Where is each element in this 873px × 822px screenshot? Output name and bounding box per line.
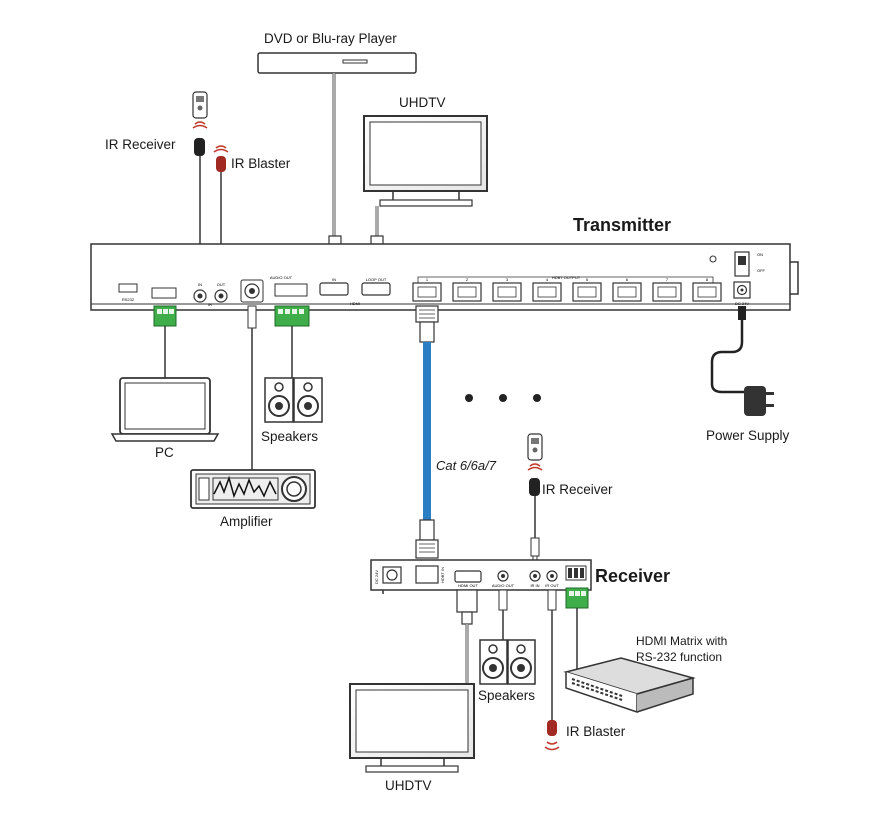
amplifier-label: Amplifier	[220, 514, 273, 529]
hdbt-port-socket-4	[537, 286, 557, 298]
rx-label-ir-out: IR OUT	[545, 583, 559, 588]
hdbt-port-number-4: 4	[546, 277, 549, 282]
power-supply-label: Power Supply	[706, 428, 790, 443]
rx-label-dc: DC 24V	[374, 570, 379, 584]
hdbt-port-socket-6	[617, 286, 637, 298]
hdbt-port-number-8: 8	[706, 277, 709, 282]
dc-plug	[738, 306, 746, 320]
ir-blaster-top-label: IR Blaster	[231, 156, 291, 171]
pc-laptop	[110, 377, 220, 442]
tx-label-hdmi: HDMI	[350, 301, 360, 306]
hdbt-port-number-6: 6	[626, 277, 629, 282]
transmitter-label: Transmitter	[573, 215, 672, 235]
hdbt-port-6	[612, 282, 642, 302]
rx-label-hdmi-out: HDMI OUT	[458, 583, 478, 588]
ir-blaster-bottom	[544, 720, 560, 751]
hdbt-port-7	[652, 282, 682, 302]
tx-label-in: IN	[198, 282, 202, 287]
hdmi-matrix-label-line1: HDMI Matrix with	[636, 634, 728, 648]
hdbt-port-3	[492, 282, 522, 302]
hdbt-port-number-7: 7	[666, 277, 669, 282]
hdbt-port-socket-7	[657, 286, 677, 298]
ir-plug-rx-out	[547, 589, 557, 611]
hdbt-port-socket-8	[697, 286, 717, 298]
ir-receiver-bottom-label: IR Receiver	[542, 482, 613, 497]
dvd-player	[257, 52, 417, 74]
amplifier-unit	[190, 469, 316, 509]
rx-label-audio-out: AUDIO OUT	[492, 583, 515, 588]
dvd-player-label: DVD or Blu-ray Player	[264, 31, 397, 46]
speakers-top-label: Speakers	[261, 429, 319, 444]
hdmi-matrix-device	[563, 657, 696, 714]
rx-label-hdbt-in: HDBT IN	[440, 567, 445, 583]
audio-terminal-plug	[274, 305, 310, 327]
coax-plug	[247, 305, 257, 329]
receiver-unit	[370, 559, 592, 594]
ellipsis-dot-3	[533, 394, 541, 402]
speakers-top	[264, 377, 323, 423]
ir-blaster-bottom-label: IR Blaster	[566, 724, 626, 739]
ir-receiver-top-label: IR Receiver	[105, 137, 176, 152]
tx-label-dc: DC 24V	[735, 301, 749, 306]
ellipsis-dot-2	[499, 394, 507, 402]
speakers-bottom	[479, 639, 536, 685]
hdmi-plug-rx-out	[456, 589, 478, 625]
hdbt-port-number-2: 2	[466, 277, 469, 282]
rs232-terminal-plug	[153, 305, 177, 327]
tx-label-hdmi-in: IN	[332, 277, 336, 282]
hdbt-port-socket-2	[457, 286, 477, 298]
power-adapter	[744, 386, 774, 416]
receiver-label: Receiver	[595, 566, 671, 586]
tx-label-rs232: RS232	[122, 297, 135, 302]
uhdtv-bottom-label: UHDTV	[385, 778, 432, 793]
ir-receiver-bottom	[529, 478, 540, 566]
pc-label: PC	[155, 445, 174, 460]
rx-rs232-terminal-plug	[565, 587, 589, 609]
hdbt-port-number-1: 1	[426, 277, 429, 282]
audio-plug-rx	[498, 589, 508, 611]
tx-label-off: OFF	[757, 268, 766, 273]
tx-label-ir: IR	[208, 302, 212, 307]
hdbt-port-8	[692, 282, 722, 302]
hdbt-port-socket-3	[497, 286, 517, 298]
hdbt-port-4	[532, 282, 562, 302]
hdmi-matrix-label-line2: RS-232 function	[636, 650, 723, 664]
rj45-plug-tx	[415, 305, 439, 343]
transmitter-unit	[90, 243, 799, 311]
hdbt-output-ports: 1 2 3 4 5 6 7 8	[412, 277, 722, 302]
ellipsis-dot-1	[465, 394, 473, 402]
ir-remote-bottom	[527, 433, 543, 471]
rj45-plug-rx	[415, 519, 439, 559]
tx-label-loop-out: LOOP OUT	[366, 277, 387, 282]
uhdtv-top-monitor	[363, 115, 488, 207]
cable-label: Cat 6/6a/7	[436, 458, 496, 473]
tx-label-hdbt-output: HDBT OUTPUT	[552, 275, 581, 280]
tx-label-audio-out: AUDIO OUT	[270, 275, 293, 280]
hdbt-port-2	[452, 282, 482, 302]
rx-label-ir-in: IR IN	[530, 583, 539, 588]
uhdtv-bottom-monitor	[349, 683, 475, 773]
cat-cable	[423, 342, 431, 520]
hdbt-port-1	[412, 282, 442, 302]
hdbt-port-5	[572, 282, 602, 302]
hdbt-port-number-5: 5	[586, 277, 589, 282]
uhdtv-top-label: UHDTV	[399, 95, 446, 110]
hdbt-port-number-3: 3	[506, 277, 509, 282]
speakers-bottom-label: Speakers	[478, 688, 536, 703]
tx-label-out: OUT	[217, 282, 226, 287]
hdbt-port-socket-1	[417, 286, 437, 298]
tx-label-on: ON	[757, 252, 763, 257]
ir-remote-top	[192, 91, 208, 129]
hdbt-port-socket-5	[577, 286, 597, 298]
